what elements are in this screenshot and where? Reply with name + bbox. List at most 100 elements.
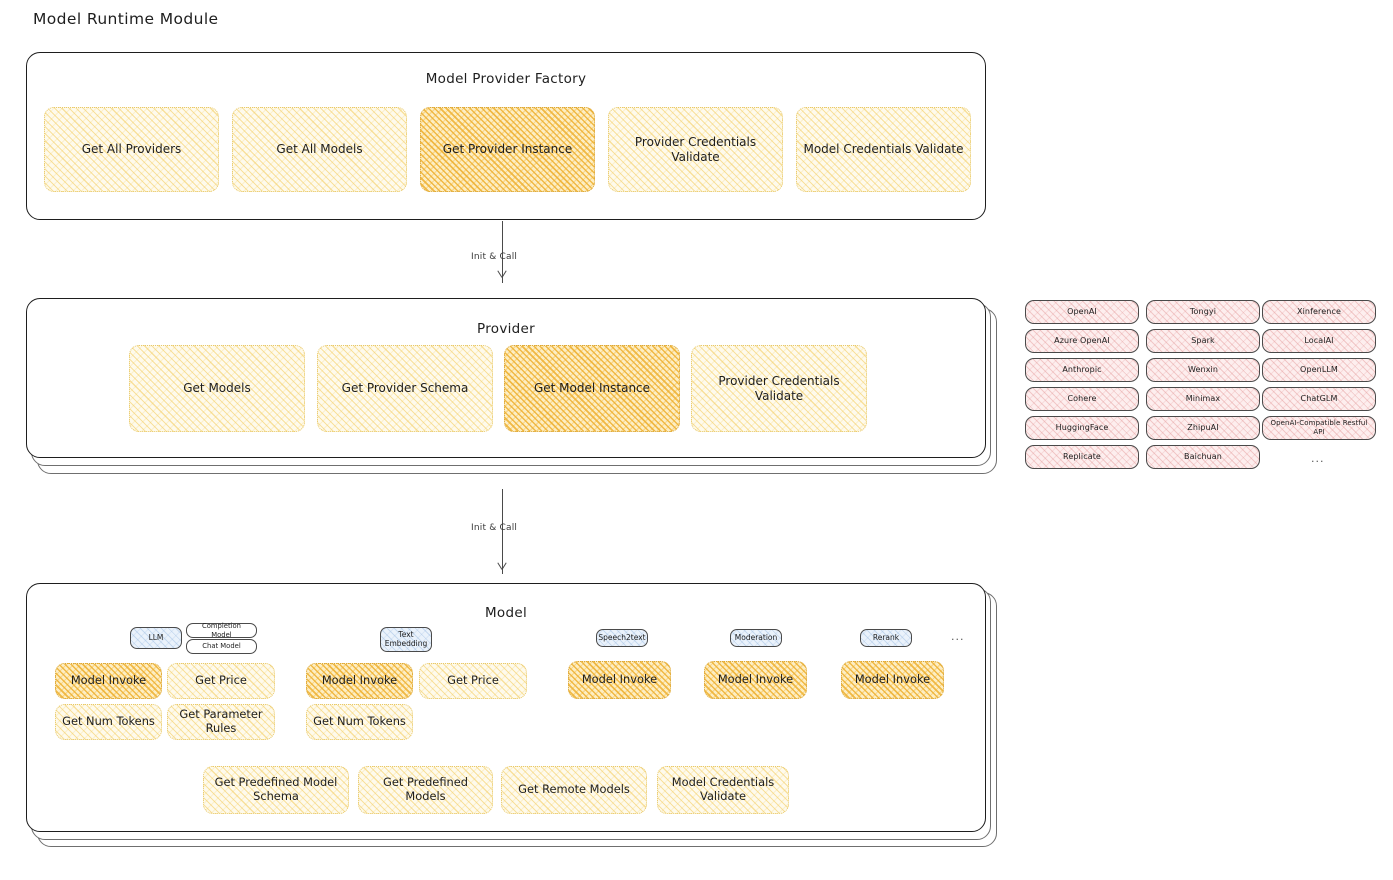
provider-list-item-openai[interactable]: OpenAI (1025, 300, 1139, 324)
factory-box-provider-credentials-validate[interactable]: Provider Credentials Validate (608, 107, 783, 192)
provider-list-label: Azure OpenAI (1054, 336, 1110, 346)
method-label: Model Invoke (717, 672, 794, 687)
provider-list-label: ChatGLM (1300, 394, 1338, 404)
model-sub-badge-chat-model[interactable]: Chat Model (186, 639, 257, 654)
llm-method-get-num-tokens[interactable]: Get Num Tokens (55, 704, 162, 740)
provider-list-item-cohere[interactable]: Cohere (1025, 387, 1139, 411)
method-label: Model Credentials Validate (671, 775, 775, 803)
factory-box-get-all-providers[interactable]: Get All Providers (44, 107, 219, 192)
method-label: Get Remote Models (518, 782, 630, 797)
method-label: Get Price (447, 673, 499, 688)
provider-list-label: Tongyi (1189, 307, 1217, 317)
provider-box-get-models[interactable]: Get Models (129, 345, 305, 432)
model-sub-badge-label: Completion Model (202, 622, 241, 639)
provider-box-label: Get Model Instance (533, 381, 651, 396)
provider-list-label: Xinference (1297, 307, 1341, 317)
model-common-get-predefined-model-schema[interactable]: Get Predefined Model Schema (203, 766, 349, 814)
method-label: Get Num Tokens (62, 714, 155, 729)
provider-box-get-provider-schema[interactable]: Get Provider Schema (317, 345, 493, 432)
moderation-method-model-invoke[interactable]: Model Invoke (704, 661, 807, 699)
provider-box-label: Get Models (183, 381, 251, 396)
provider-box-provider-credentials-validate[interactable]: Provider Credentials Validate (691, 345, 867, 432)
llm-method-get-price[interactable]: Get Price (167, 663, 275, 699)
provider-list-label: OpenAI (1067, 307, 1097, 317)
method-label: Model Invoke (854, 672, 931, 687)
model-type-badge-moderation[interactable]: Moderation (730, 629, 782, 647)
model-common-get-remote-models[interactable]: Get Remote Models (501, 766, 647, 814)
provider-list-label: Cohere (1067, 394, 1097, 404)
provider-box-label: Provider Credentials Validate (718, 373, 840, 403)
factory-box-get-provider-instance[interactable]: Get Provider Instance (420, 107, 595, 192)
model-provider-factory-title: Model Provider Factory (425, 71, 587, 87)
factory-box-model-credentials-validate[interactable]: Model Credentials Validate (796, 107, 971, 192)
provider-list-label: Spark (1191, 336, 1215, 346)
factory-box-get-all-models[interactable]: Get All Models (232, 107, 407, 192)
provider-list-label: Baichuan (1184, 452, 1222, 462)
provider-list-item-openai-compatible-restful-api[interactable]: OpenAI-Compatible Restful API (1262, 416, 1376, 440)
provider-list-label: OpenLLM (1300, 365, 1338, 375)
arrow-factory-to-provider-label: Init & Call (471, 252, 518, 262)
llm-method-get-parameter-rules[interactable]: Get Parameter Rules (167, 704, 275, 740)
provider-list-item-replicate[interactable]: Replicate (1025, 445, 1139, 469)
arrow-factory-to-provider-line (502, 221, 503, 283)
provider-list-item-spark[interactable]: Spark (1146, 329, 1260, 353)
provider-list-item-xinference[interactable]: Xinference (1262, 300, 1376, 324)
embedding-method-get-price[interactable]: Get Price (419, 663, 527, 699)
factory-box-label: Provider Credentials Validate (634, 134, 757, 164)
provider-box-get-model-instance[interactable]: Get Model Instance (504, 345, 680, 432)
model-type-badge-label: Text Embedding (384, 629, 428, 648)
provider-list-label: Anthropic (1062, 365, 1102, 375)
method-label: Model Invoke (321, 673, 398, 688)
model-type-badge-text-embedding[interactable]: Text Embedding (380, 627, 432, 652)
model-type-badge-label: Moderation (734, 633, 778, 643)
method-label: Get Predefined Models (383, 775, 468, 803)
embedding-method-get-num-tokens[interactable]: Get Num Tokens (306, 704, 413, 740)
model-type-badge-speech2text[interactable]: Speech2text (596, 629, 648, 647)
provider-list-item-anthropic[interactable]: Anthropic (1025, 358, 1139, 382)
model-common-model-credentials-validate[interactable]: Model Credentials Validate (657, 766, 789, 814)
method-label: Get Num Tokens (313, 714, 406, 729)
provider-list-item-minimax[interactable]: Minimax (1146, 387, 1260, 411)
provider-box-label: Get Provider Schema (341, 381, 469, 396)
factory-box-label: Model Credentials Validate (803, 142, 964, 157)
rerank-method-model-invoke[interactable]: Model Invoke (841, 661, 944, 699)
model-sub-badge-completion-model[interactable]: Completion Model (186, 622, 257, 639)
provider-list-item-azure-openai[interactable]: Azure OpenAI (1025, 329, 1139, 353)
provider-list-item-huggingface[interactable]: HuggingFace (1025, 416, 1139, 440)
model-type-badge-llm[interactable]: LLM (130, 627, 182, 649)
provider-list-label: Replicate (1063, 452, 1101, 462)
model-common-get-predefined-models[interactable]: Get Predefined Models (358, 766, 493, 814)
model-type-badge-rerank[interactable]: Rerank (860, 629, 912, 647)
model-type-badge-label: Rerank (872, 633, 900, 643)
llm-method-model-invoke[interactable]: Model Invoke (55, 663, 162, 699)
provider-list-item-zhipuai[interactable]: ZhipuAI (1146, 416, 1260, 440)
factory-box-label: Get Provider Instance (442, 142, 573, 157)
model-types-more-ellipsis: ... (951, 630, 965, 643)
page-title: Model Runtime Module (33, 10, 219, 28)
factory-box-label: Get All Models (276, 142, 363, 157)
speech2text-method-model-invoke[interactable]: Model Invoke (568, 661, 671, 699)
provider-list-item-openllm[interactable]: OpenLLM (1262, 358, 1376, 382)
provider-list-item-tongyi[interactable]: Tongyi (1146, 300, 1260, 324)
method-label: Model Invoke (581, 672, 658, 687)
method-label: Get Price (195, 673, 247, 688)
embedding-method-model-invoke[interactable]: Model Invoke (306, 663, 413, 699)
provider-list-item-localai[interactable]: LocalAI (1262, 329, 1376, 353)
arrow-provider-to-model-line (502, 489, 503, 574)
provider-list-item-chatglm[interactable]: ChatGLM (1262, 387, 1376, 411)
provider-list-item-wenxin[interactable]: Wenxin (1146, 358, 1260, 382)
provider-list-label: Wenxin (1187, 365, 1219, 375)
provider-list-label: OpenAI-Compatible Restful API (1270, 419, 1368, 436)
method-label: Get Parameter Rules (179, 707, 263, 735)
model-sub-badge-label: Chat Model (202, 642, 241, 651)
provider-list-label: HuggingFace (1055, 423, 1109, 433)
provider-list-label: LocalAI (1304, 336, 1334, 346)
method-label: Get Predefined Model Schema (214, 775, 338, 803)
provider-list-label: Minimax (1185, 394, 1221, 404)
provider-list-item-baichuan[interactable]: Baichuan (1146, 445, 1260, 469)
method-label: Model Invoke (70, 673, 147, 688)
arrow-provider-to-model-label: Init & Call (471, 523, 518, 533)
model-type-badge-label: LLM (148, 633, 164, 643)
factory-box-label: Get All Providers (81, 142, 182, 157)
